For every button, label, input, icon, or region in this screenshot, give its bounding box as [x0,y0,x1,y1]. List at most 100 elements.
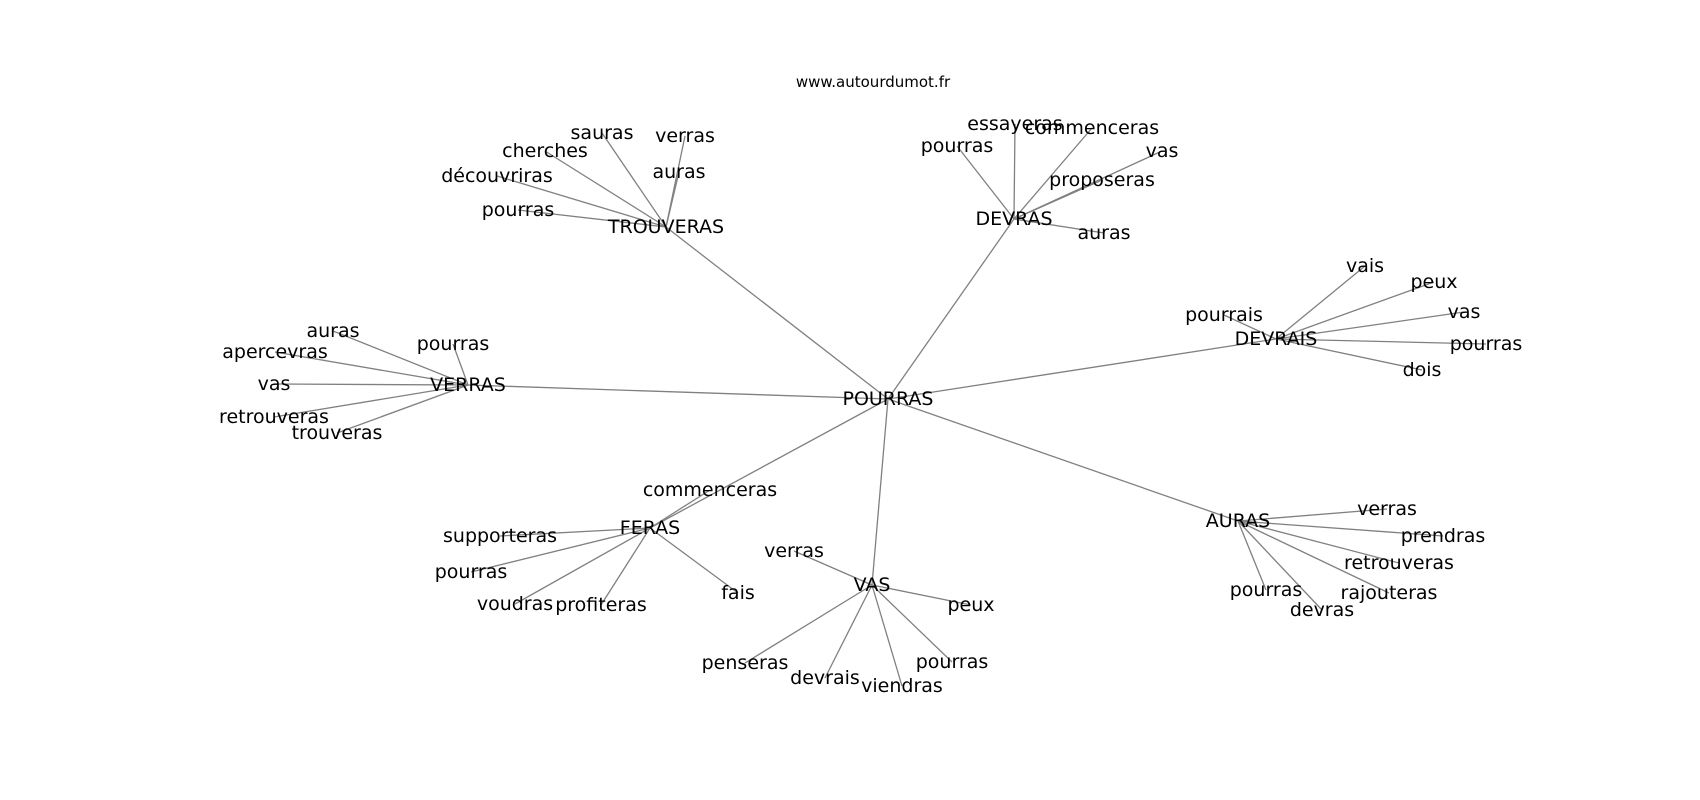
node-leaf-vas-penseras: penseras [702,652,789,674]
edge-trouveras-auras [665,171,680,228]
edge-center-vas [871,398,889,586]
edge-center-devras [887,218,1015,400]
edge-devras-essayeras [1013,123,1016,220]
edge-devrais-vas [1275,311,1465,340]
edge-feras-voudras [514,527,651,605]
node-leaf-devrais-vas: vas [1448,301,1481,323]
edge-vas-pourras [871,584,953,663]
edge-devrais-peux [1275,281,1435,340]
edge-devrais-pourras [1275,338,1487,345]
edge-verras-auras [332,330,469,386]
node-leaf-feras-supporteras: supporteras [443,525,557,547]
edge-verras-vas [273,383,469,386]
node-leaf-feras-pourras: pourras [435,561,508,583]
edge-feras-profiteras [600,527,651,606]
node-leaf-auras-rajouteras: rajouteras [1341,582,1438,604]
node-leaf-verras-vas: vas [258,373,291,395]
edge-devras-pourras [956,145,1015,220]
label-layer: POURRAS TROUVERAS sauras verras cherches aura… [219,113,1522,697]
node-hub-vas: VAS [854,574,891,596]
edge-devras-commenceras [1013,127,1093,220]
edge-trouveras-decouvriras [496,175,667,228]
node-leaf-feras-fais: fais [721,582,755,604]
node-hub-devrais: DEVRAIS [1235,328,1318,350]
node-leaf-devrais-vais: vais [1346,255,1384,277]
edge-vas-viendras [871,584,903,687]
node-leaf-trouveras-cherches: cherches [502,140,588,162]
node-leaf-trouveras-verras: verras [655,125,715,147]
edge-verras-apercevras [274,351,469,386]
edge-vas-verras [793,550,873,586]
edge-layer [273,123,1487,687]
edge-verras-pourras [452,343,469,386]
node-leaf-auras-pourras: pourras [1230,579,1303,601]
edge-devras-proposeras [1013,179,1103,220]
edge-verras-retrouveras [273,384,469,418]
edge-vas-penseras [744,584,873,664]
node-leaf-vas-peux: peux [947,594,994,616]
edge-auras-retrouveras [1237,520,1400,564]
node-hub-verras: VERRAS [430,374,506,396]
node-leaf-devras-proposeras: proposeras [1049,169,1155,191]
node-leaf-auras-devras: devras [1290,599,1354,621]
node-leaf-verras-pourras: pourras [417,333,490,355]
edge-auras-verras [1237,508,1388,522]
edge-vas-peux [871,584,972,606]
node-hub-devras: DEVRAS [975,208,1052,230]
edge-auras-devras [1237,520,1323,611]
edge-center-feras [649,398,889,529]
node-leaf-trouveras-decouvriras: découvriras [441,165,553,187]
node-leaf-verras-retrouveras: retrouveras [219,406,329,428]
edge-center-trouveras [665,226,889,400]
node-leaf-vas-verras: verras [764,540,824,562]
edge-devras-auras [1013,218,1105,234]
node-center-pourras: POURRAS [842,388,933,410]
node-leaf-vas-devrais: devrais [790,667,860,689]
node-leaf-vas-pourras: pourras [916,651,989,673]
node-leaf-devras-pourras: pourras [921,135,994,157]
edge-auras-prendras [1237,520,1444,537]
node-hub-trouveras: TROUVERAS [607,216,724,238]
edge-feras-supporteras [499,527,651,537]
node-leaf-devras-essayeras: essayeras [967,113,1062,135]
edge-verras-trouveras [336,384,469,434]
edge-auras-pourras [1237,520,1267,591]
edge-center-verras [467,384,889,400]
node-leaf-devrais-pourras: pourras [1450,333,1523,355]
node-leaf-verras-auras: auras [306,320,359,342]
edge-feras-pourras [470,527,651,573]
node-leaf-trouveras-auras: auras [652,161,705,183]
node-leaf-devras-auras: auras [1077,222,1130,244]
node-leaf-devrais-peux: peux [1410,271,1457,293]
edge-feras-fais [649,527,739,594]
node-leaf-trouveras-pourras: pourras [482,199,555,221]
edge-trouveras-cherches [544,150,667,228]
node-leaf-devras-commenceras: commenceras [1025,117,1159,139]
node-hub-feras: FERAS [620,517,680,539]
edge-feras-commenceras [649,489,711,529]
edge-center-devrais [887,338,1277,400]
node-leaf-feras-profiteras: profiteras [555,594,647,616]
node-leaf-devrais-pourrais: pourrais [1185,304,1263,326]
node-leaf-devras-vas: vas [1146,140,1179,162]
node-hub-auras: AURAS [1206,510,1270,532]
edge-devrais-pourrais [1223,314,1277,340]
node-leaf-auras-retrouveras: retrouveras [1344,552,1454,574]
edge-devrais-dois [1275,338,1423,371]
edge-trouveras-pourras [517,209,667,228]
edge-devrais-vais [1275,265,1366,340]
node-leaf-auras-verras: verras [1357,498,1417,520]
edge-vas-devrais [824,584,873,679]
source-url: www.autourdumot.fr [796,73,951,91]
edge-auras-rajouteras [1237,520,1390,594]
node-leaf-auras-prendras: prendras [1401,525,1486,547]
node-leaf-vas-viendras: viendras [861,675,943,697]
node-leaf-verras-trouveras: trouveras [292,422,383,444]
node-leaf-verras-apercevras: apercevras [222,341,328,363]
node-leaf-feras-commenceras: commenceras [643,479,777,501]
node-leaf-feras-voudras: voudras [477,593,553,615]
edge-center-auras [887,398,1239,522]
node-leaf-devrais-dois: dois [1403,359,1442,381]
node-leaf-trouveras-sauras: sauras [571,122,634,144]
